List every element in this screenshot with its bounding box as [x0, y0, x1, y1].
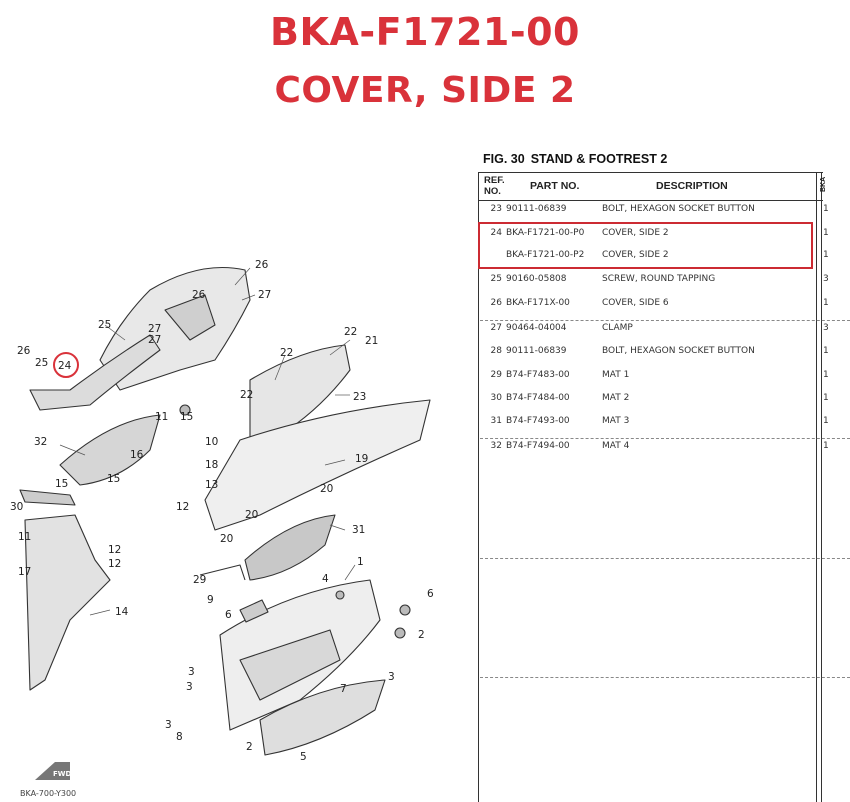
svg-text:11: 11 — [155, 411, 168, 423]
svg-text:FWD: FWD — [53, 770, 72, 778]
svg-text:27: 27 — [148, 334, 161, 346]
figure-name: STAND & FOOTREST 2 — [530, 152, 668, 166]
svg-text:30: 30 — [10, 501, 23, 513]
svg-text:6: 6 — [225, 609, 232, 621]
svg-text:21: 21 — [365, 335, 378, 347]
svg-text:15: 15 — [55, 478, 68, 490]
svg-text:23: 23 — [353, 391, 366, 403]
svg-text:24: 24 — [58, 360, 72, 372]
svg-text:3: 3 — [188, 666, 195, 678]
header-description: DESCRIPTION — [656, 180, 728, 192]
svg-text:25: 25 — [98, 319, 111, 331]
header-part-no: PART NO. — [530, 180, 580, 192]
svg-text:3: 3 — [186, 681, 193, 693]
page-subtitle: COVER, SIDE 2 — [274, 70, 576, 111]
svg-text:27: 27 — [148, 323, 161, 335]
svg-text:29: 29 — [193, 574, 206, 586]
side-cover-2-part — [29, 334, 161, 411]
exploded-parts-diagram: 26 27 26 25 27 27 26 25 22 21 22 22 23 1… — [10, 259, 434, 798]
row-divider — [480, 320, 850, 321]
svg-text:12: 12 — [108, 544, 121, 556]
figure-title: FIG. 30 STAND & FOOTREST 2 — [483, 152, 673, 166]
svg-text:9: 9 — [207, 594, 214, 606]
svg-text:4: 4 — [322, 573, 329, 585]
svg-text:11: 11 — [18, 531, 31, 543]
svg-text:19: 19 — [355, 453, 368, 465]
svg-text:12: 12 — [176, 501, 189, 513]
highlight-circle-24 — [53, 352, 79, 378]
svg-text:17: 17 — [18, 566, 31, 578]
svg-text:20: 20 — [320, 483, 333, 495]
svg-text:15: 15 — [180, 411, 193, 423]
svg-text:26: 26 — [255, 259, 269, 271]
svg-text:25: 25 — [35, 357, 48, 369]
row-divider — [480, 677, 850, 678]
svg-text:15: 15 — [107, 473, 120, 485]
svg-text:13: 13 — [205, 479, 218, 491]
svg-text:26: 26 — [192, 289, 206, 301]
svg-text:32: 32 — [34, 436, 47, 448]
svg-text:5: 5 — [300, 751, 307, 763]
svg-text:7: 7 — [340, 683, 347, 695]
svg-text:3: 3 — [165, 719, 172, 731]
svg-text:6: 6 — [427, 588, 434, 600]
row-divider — [480, 558, 850, 559]
svg-text:14: 14 — [115, 606, 129, 618]
svg-text:20: 20 — [245, 509, 258, 521]
figure-label: FIG. 30 — [483, 152, 525, 166]
highlight-box-ref-24 — [478, 222, 813, 269]
page-title: BKA-F1721-00 — [270, 10, 580, 54]
svg-text:12: 12 — [108, 558, 121, 570]
header-ref: REF. — [484, 175, 505, 186]
svg-text:22: 22 — [344, 326, 357, 338]
row-divider — [480, 438, 850, 439]
diagram-code: BKA-700-Y300 — [20, 789, 76, 798]
svg-text:16: 16 — [130, 449, 144, 461]
svg-text:31: 31 — [352, 524, 365, 536]
svg-text:1: 1 — [357, 556, 364, 568]
svg-text:22: 22 — [280, 347, 293, 359]
svg-text:22: 22 — [240, 389, 253, 401]
svg-text:2: 2 — [418, 629, 425, 641]
header-no: NO. — [484, 186, 501, 197]
svg-text:27: 27 — [258, 289, 271, 301]
header-model: BKA — [820, 176, 827, 192]
svg-text:3: 3 — [388, 671, 395, 683]
svg-text:20: 20 — [220, 533, 233, 545]
svg-text:26: 26 — [17, 345, 31, 357]
svg-text:2: 2 — [246, 741, 253, 753]
svg-text:8: 8 — [176, 731, 183, 743]
svg-text:18: 18 — [205, 459, 218, 471]
fwd-arrow-icon: FWD — [35, 762, 72, 780]
svg-text:10: 10 — [205, 436, 218, 448]
